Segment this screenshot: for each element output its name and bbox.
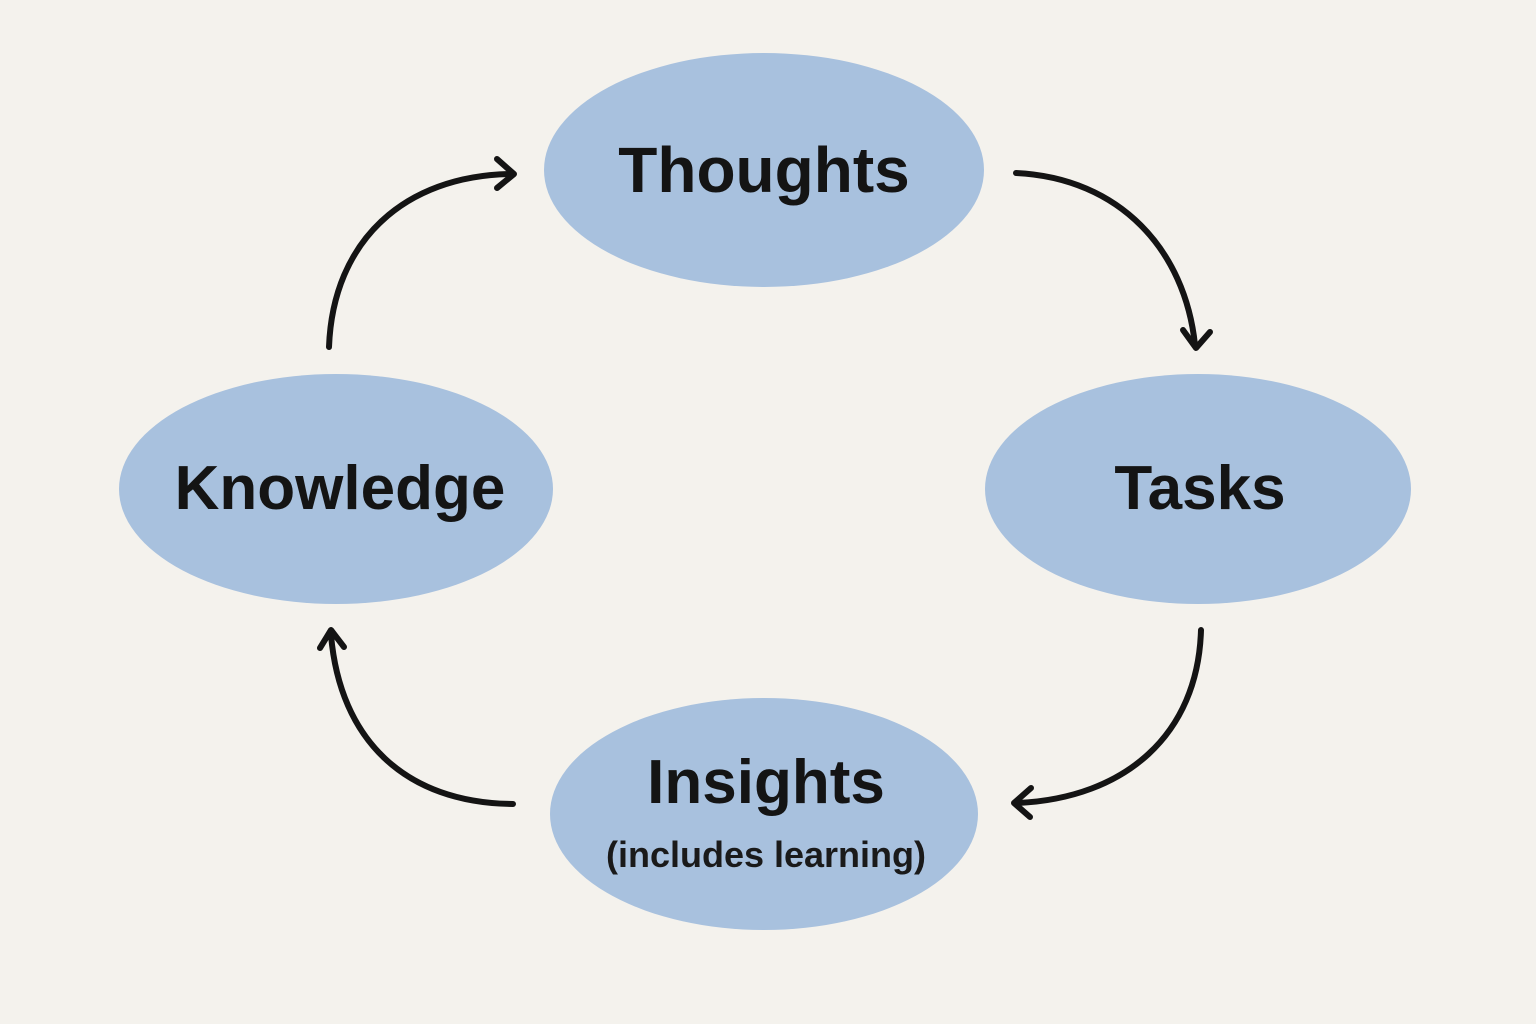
node-thoughts: Thoughts [544, 53, 984, 287]
node-tasks: Tasks [985, 374, 1411, 604]
arrow-knowledge-to-thoughts-head [494, 156, 517, 191]
arrow-insights-to-knowledge-line [328, 632, 516, 807]
node-knowledge: Knowledge [119, 374, 553, 604]
arrow-knowledge-to-thoughts [326, 156, 517, 350]
node-thoughts-label: Thoughts [618, 134, 909, 206]
arrow-insights-to-knowledge-head [317, 627, 347, 651]
arrow-tasks-to-insights [1011, 627, 1204, 820]
node-tasks-shape [985, 374, 1411, 604]
node-knowledge-label: Knowledge [175, 454, 506, 523]
node-tasks-label: Tasks [1114, 454, 1285, 523]
node-insights-label: Insights [647, 748, 885, 817]
node-knowledge-shape [119, 374, 553, 604]
node-insights: Insights (includes learning) [550, 698, 978, 930]
arrow-thoughts-to-tasks-head [1180, 327, 1213, 351]
arrow-insights-to-knowledge [317, 627, 516, 807]
arrow-thoughts-to-tasks [1013, 170, 1213, 351]
node-insights-sublabel: (includes learning) [606, 834, 926, 875]
node-thoughts-shape [544, 53, 984, 287]
arrow-tasks-to-insights-line [1015, 627, 1204, 806]
arrow-tasks-to-insights-head [1011, 785, 1034, 820]
arrow-knowledge-to-thoughts-line [326, 171, 513, 350]
arrow-thoughts-to-tasks-line [1013, 170, 1198, 348]
node-insights-shape [550, 698, 978, 930]
